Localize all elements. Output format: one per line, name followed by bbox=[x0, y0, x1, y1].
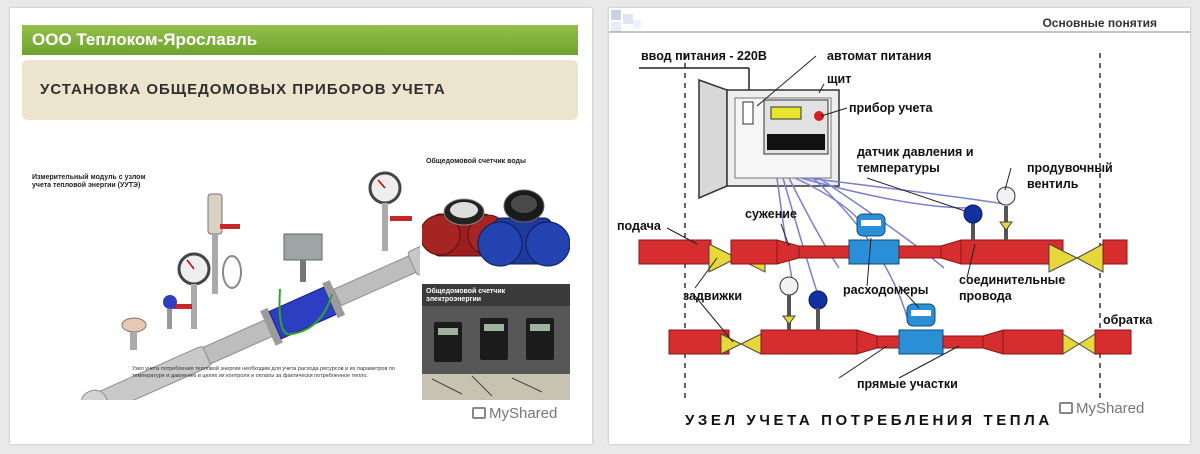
myshared-icon bbox=[1059, 402, 1073, 414]
slide-right: Основные понятия ввод питания - 220В bbox=[609, 8, 1190, 444]
meter-label: прибор учета bbox=[849, 101, 933, 115]
power-input-label: ввод питания - 220В bbox=[641, 49, 767, 63]
return-pipe bbox=[668, 303, 1132, 355]
narrowing-label: сужение bbox=[745, 207, 797, 221]
myshared-icon bbox=[472, 407, 486, 419]
valves-label: задвижки bbox=[683, 289, 742, 303]
purge-valve-label: продувочный вентиль bbox=[1027, 161, 1113, 191]
deco-square bbox=[611, 22, 621, 32]
heat-module-illustration bbox=[80, 171, 437, 421]
electric-meter-picture: Общедомовой счетчик электроэнергии bbox=[422, 284, 570, 400]
heat-module-label: Измерительный модуль с узлом учета тепло… bbox=[32, 174, 146, 189]
slide-header: Основные понятия bbox=[1042, 16, 1157, 30]
wires-label: соединительные провода bbox=[959, 273, 1066, 303]
company-banner: ООО Теплоком-Ярославль bbox=[22, 25, 578, 55]
slide-left: ООО Теплоком-Ярославль УСТАНОВКА ОБЩЕДОМ… bbox=[10, 8, 592, 444]
watermark-text: MyShared bbox=[1076, 400, 1145, 417]
return-sensor-icon bbox=[808, 290, 828, 310]
watermark-text: MyShared bbox=[489, 405, 558, 422]
heat-module-picture: Измерительный модуль с узлом учета тепло… bbox=[22, 154, 437, 421]
return-gauge-icon bbox=[779, 276, 799, 296]
supply-label: подача bbox=[617, 219, 662, 233]
deco-square bbox=[633, 20, 641, 28]
heat-module-caption: Узел учета потребления тепловой энергии … bbox=[132, 366, 395, 379]
sensor-label: датчик давления и температуры bbox=[857, 145, 974, 175]
electric-meter-illustration bbox=[422, 306, 570, 400]
pressure-sensor-icon bbox=[963, 204, 983, 224]
breaker-label: автомат питания bbox=[827, 49, 931, 63]
water-meter-label: Общедомовой счетчик воды bbox=[426, 158, 526, 165]
water-meter-illustration bbox=[419, 189, 571, 267]
watermark-left: MyShared bbox=[472, 405, 557, 422]
straight-sections-label: прямые участки bbox=[857, 377, 958, 391]
electric-meter-label: Общедомовой счетчик электроэнергии bbox=[426, 288, 506, 303]
deco-square bbox=[611, 10, 621, 20]
flowmeters-label: расходомеры bbox=[843, 283, 928, 297]
diagram-footer: УЗЕЛ УЧЕТА ПОТРЕБЛЕНИЯ ТЕПЛА bbox=[685, 412, 1053, 429]
slide-title: УСТАНОВКА ОБЩЕДОМОВЫХ ПРИБОРОВ УЧЕТА bbox=[22, 60, 578, 120]
water-meter-picture: Общедомовой счетчик воды bbox=[419, 154, 571, 282]
deco-square bbox=[623, 14, 633, 24]
supply-pipe bbox=[638, 213, 1128, 273]
heat-metering-diagram: Основные понятия ввод питания - 220В bbox=[609, 10, 1190, 429]
gauge-icon bbox=[996, 186, 1016, 206]
panel-label: щит bbox=[827, 72, 851, 86]
return-label: обратка bbox=[1103, 313, 1153, 327]
watermark-right: MyShared bbox=[1059, 400, 1144, 417]
